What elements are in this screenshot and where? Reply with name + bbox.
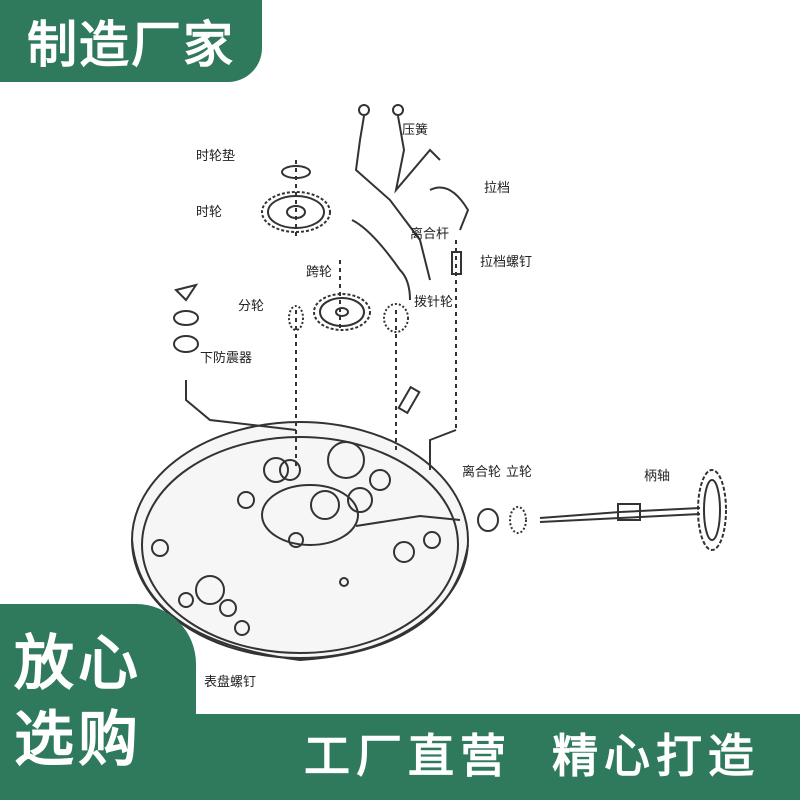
label-clutch-wheel: 离合轮	[462, 464, 501, 480]
label-stem: 柄轴	[644, 469, 670, 484]
banner-title: 制造厂家	[27, 16, 235, 74]
label-lever-screw: 拉档螺钉	[480, 255, 532, 270]
label-lever: 拉档	[484, 181, 510, 196]
setting-wheel	[383, 303, 409, 333]
badge-line-1: 放心	[14, 629, 142, 699]
label-clutch-lever: 离合杆	[410, 226, 449, 242]
slogan-craftsmanship: 精心打造	[552, 729, 760, 783]
title-banner: 制造厂家	[0, 0, 262, 82]
label-lower-shock: 下防震器	[200, 350, 252, 366]
hour-wheel	[261, 191, 331, 233]
watch-movement-diagram: 压簧 时轮垫 拉档 时轮 离合杆 拉档螺钉 跨轮 分轮 拨针轮 下防震器 离合轮…	[131, 104, 727, 690]
label-cross-wheel: 跨轮	[306, 265, 332, 280]
label-hour-wheel: 时轮	[196, 205, 222, 220]
label-pressure-spring: 压簧	[402, 122, 428, 138]
slogan-factory-direct: 工厂直营	[304, 729, 512, 783]
crown-wheel	[509, 506, 527, 534]
assurance-badge: 放心 选购	[0, 604, 196, 800]
label-dial-screw: 表盘螺钉	[204, 674, 256, 690]
label-hour-wheel-gasket: 时轮垫	[196, 148, 235, 164]
label-crown-wheel: 立轮	[506, 465, 532, 480]
label-setting-wheel: 拨针轮	[414, 295, 453, 310]
label-minute-wheel: 分轮	[238, 299, 264, 314]
clutch-wheel	[477, 508, 499, 532]
winding-stem	[539, 507, 701, 519]
badge-line-2: 选购	[14, 705, 142, 775]
cross-wheel	[313, 293, 371, 331]
minute-wheel	[288, 305, 304, 331]
